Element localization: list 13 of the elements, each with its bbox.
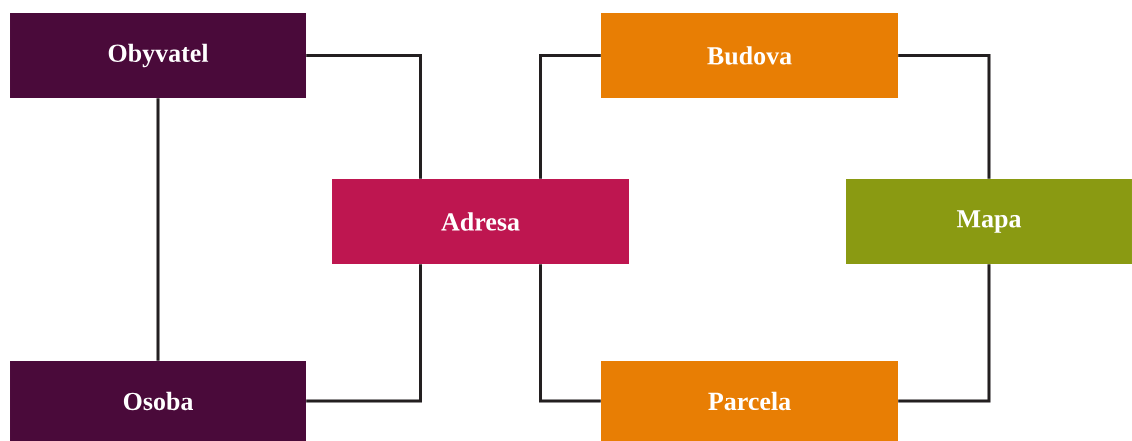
entity-box: Obyvatel	[10, 13, 306, 98]
connector-line	[539, 54, 601, 179]
connector-line	[898, 264, 991, 403]
connector-line	[898, 54, 991, 179]
entity-box: Osoba	[10, 361, 306, 441]
connector-line	[156, 98, 160, 361]
entity-box: Parcela	[601, 361, 898, 441]
entity-box: Mapa	[846, 179, 1132, 264]
entity-box: Budova	[601, 13, 898, 98]
connector-line	[539, 264, 601, 403]
connector-line	[306, 54, 422, 179]
connector-line	[306, 264, 422, 403]
entity-box: Adresa	[332, 179, 629, 264]
